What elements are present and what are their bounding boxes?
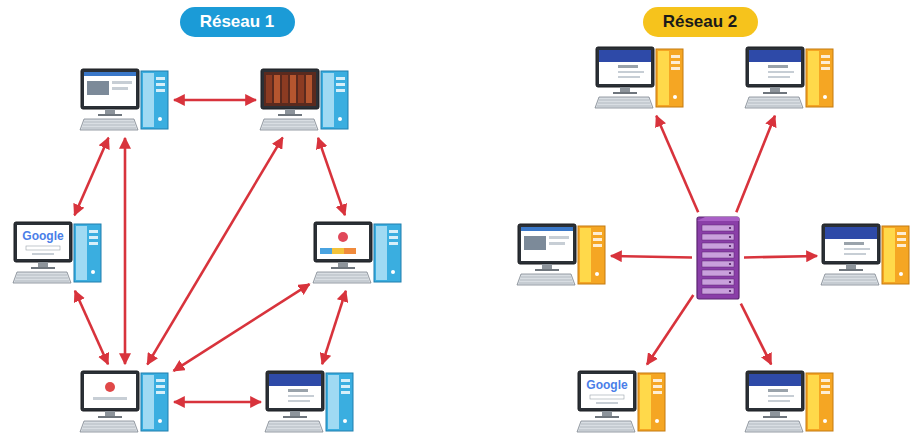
network-link — [147, 138, 282, 365]
network-link — [318, 138, 345, 215]
network-link — [174, 401, 261, 404]
computer-illustration — [264, 367, 356, 437]
client-computer: Google — [12, 218, 104, 288]
client-computer — [820, 220, 912, 290]
screen-logo: Google — [17, 229, 69, 243]
network-link — [322, 291, 346, 364]
client-computer — [79, 367, 171, 437]
computer-illustration — [594, 43, 686, 113]
network-link — [124, 138, 127, 364]
network-link — [174, 284, 310, 371]
screen-logo: Google — [581, 378, 633, 392]
computer-illustration — [12, 218, 104, 288]
client-computer — [312, 218, 404, 288]
computer-illustration — [259, 65, 351, 135]
network-title: Réseau 1 — [180, 7, 295, 37]
network-title-text: Réseau 2 — [663, 12, 738, 32]
client-computer — [744, 367, 836, 437]
network-link — [736, 116, 775, 212]
network-link — [744, 256, 817, 257]
computer-illustration — [820, 220, 912, 290]
client-computer: Google — [576, 367, 668, 437]
network-link — [611, 256, 692, 258]
network-link — [656, 116, 698, 212]
client-computer — [594, 43, 686, 113]
network-title: Réseau 2 — [643, 7, 758, 37]
network-link — [174, 99, 256, 102]
network-link — [75, 138, 109, 216]
computer-illustration — [312, 218, 404, 288]
server-illustration — [695, 215, 741, 301]
network-link — [647, 295, 693, 365]
computer-illustration — [576, 367, 668, 437]
client-computer — [744, 43, 836, 113]
computer-illustration — [79, 367, 171, 437]
computer-illustration — [744, 367, 836, 437]
client-computer — [259, 65, 351, 135]
network-link — [75, 291, 108, 365]
computer-illustration — [744, 43, 836, 113]
client-computer — [264, 367, 356, 437]
client-computer — [79, 65, 171, 135]
client-computer — [516, 220, 608, 290]
network-link — [741, 304, 771, 365]
server-computer — [695, 215, 741, 301]
network-title-text: Réseau 1 — [200, 12, 275, 32]
computer-illustration — [516, 220, 608, 290]
computer-illustration — [79, 65, 171, 135]
